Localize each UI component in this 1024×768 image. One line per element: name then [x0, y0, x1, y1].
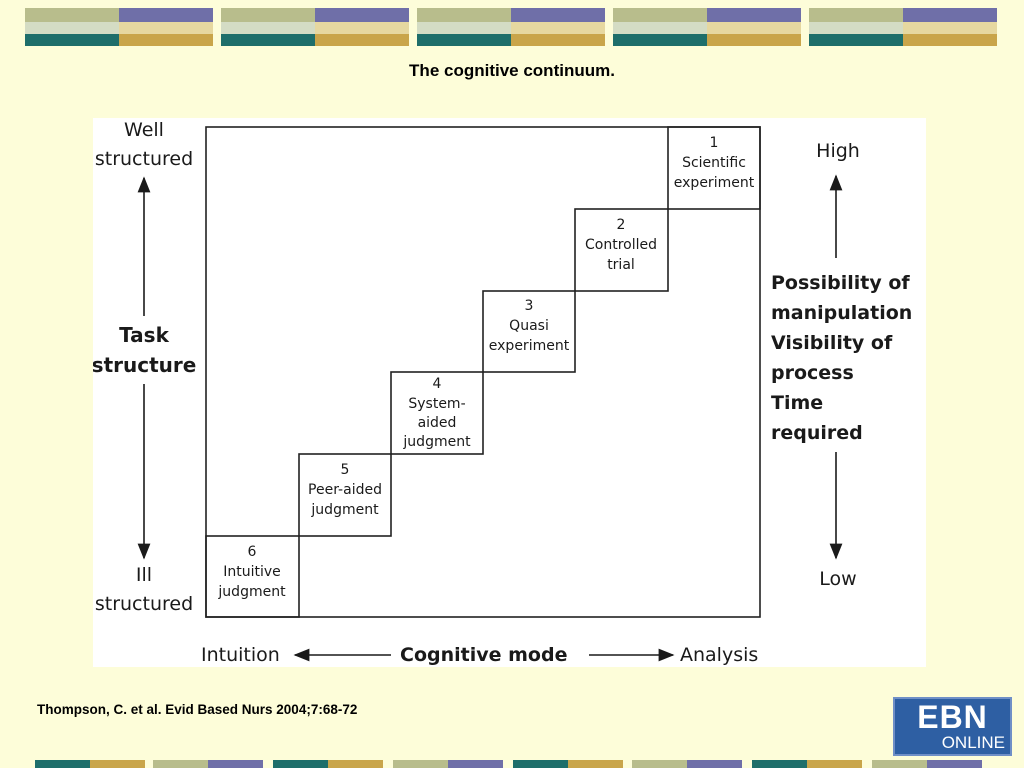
diagram-frame	[205, 126, 761, 618]
step-box-1	[667, 126, 761, 210]
step-box-5	[298, 453, 392, 537]
banner-tile	[809, 8, 997, 46]
right-axis-title: Possibility of	[771, 272, 910, 294]
step-4-label: aided	[418, 415, 457, 431]
right-axis-top-label: High	[816, 140, 860, 162]
step-5-label: Peer-aided	[308, 482, 382, 498]
step-4-number: 4	[433, 376, 442, 392]
right-axis-title: Visibility of	[771, 332, 893, 354]
logo-sub-text: ONLINE	[941, 733, 1005, 752]
ebn-online-logo: EBN ONLINE	[893, 697, 1012, 756]
banner-tile	[221, 8, 409, 46]
step-2-label: trial	[607, 257, 635, 273]
banner-tile	[417, 8, 605, 46]
step-box-4	[390, 371, 484, 455]
step-4-label: judgment	[402, 434, 471, 450]
step-6-number: 6	[248, 544, 257, 560]
step-box-3	[482, 290, 576, 373]
citation: Thompson, C. et al. Evid Based Nurs 2004…	[37, 702, 358, 717]
banner-tile	[613, 8, 801, 46]
step-5-number: 5	[341, 462, 350, 478]
cognitive-continuum-diagram: 1 Scientific experiment 2 Controlled tri…	[92, 118, 926, 667]
left-axis-top-label: structured	[95, 148, 193, 170]
step-1-number: 1	[710, 135, 719, 151]
step-1-label: Scientific	[682, 155, 746, 171]
step-box-6	[205, 535, 300, 618]
left-axis-title: Task	[119, 323, 169, 347]
left-axis-top-label: Well	[124, 119, 164, 141]
step-4-label: System-	[408, 396, 465, 412]
step-6-label: Intuitive	[223, 564, 281, 580]
slide-title: The cognitive continuum.	[409, 61, 615, 80]
step-3-label: experiment	[489, 338, 570, 354]
right-axis-title: manipulation	[771, 302, 912, 324]
step-box-2	[574, 208, 669, 292]
left-axis-title: structure	[93, 353, 196, 377]
step-2-number: 2	[617, 217, 626, 233]
right-axis-title: required	[771, 422, 863, 444]
bottom-banner	[35, 760, 985, 768]
right-axis-bottom-label: Low	[819, 568, 856, 590]
left-axis-bottom-label: Ill	[136, 564, 152, 586]
step-6-label: judgment	[217, 584, 286, 600]
step-3-label: Quasi	[509, 318, 549, 334]
step-3-number: 3	[525, 298, 534, 314]
step-5-label: judgment	[310, 502, 379, 518]
step-1-label: experiment	[674, 175, 755, 191]
bottom-axis-right-label: Analysis	[680, 644, 758, 666]
bottom-axis-title: Cognitive mode	[400, 644, 567, 666]
right-axis-title: Time	[771, 392, 823, 414]
right-axis-title: process	[771, 362, 854, 384]
step-2-label: Controlled	[585, 237, 657, 253]
left-axis-bottom-label: structured	[95, 593, 193, 615]
banner-tile	[25, 8, 213, 46]
logo-main-text: EBN	[917, 699, 988, 735]
bottom-axis-left-label: Intuition	[201, 644, 280, 666]
